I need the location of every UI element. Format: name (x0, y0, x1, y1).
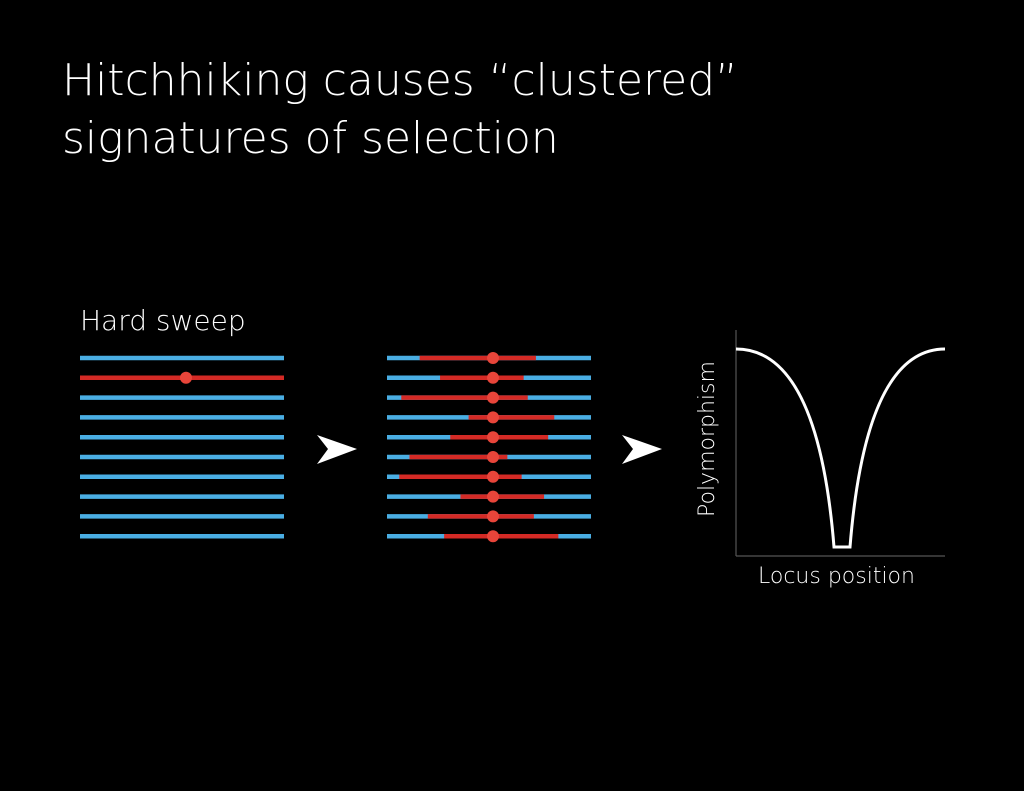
polymorphism-trough-curve (735, 347, 946, 549)
selected-allele-dot (487, 451, 499, 463)
selected-allele-dot (487, 490, 499, 503)
selected-allele-dot (487, 431, 499, 444)
slide-title: Hitchhiking causes “clustered” signature… (62, 52, 882, 168)
hard-sweep-label: Hard sweep (80, 304, 246, 337)
selected-allele-dot (180, 371, 192, 384)
before-sweep-chromosomes (80, 355, 284, 539)
selected-allele-dot (487, 530, 499, 543)
title-line-2: signatures of selection (62, 113, 559, 164)
selected-allele-dot (487, 391, 499, 404)
selected-allele-dot (487, 470, 499, 483)
polymorphism-plot: Polymorphism Locus position (695, 330, 946, 589)
arrow-right-icon-1 (317, 435, 357, 464)
selected-allele-dot (487, 510, 499, 523)
selected-allele-dot (487, 371, 499, 384)
title-line-1: Hitchhiking causes “clustered” (62, 55, 738, 106)
selected-allele-dot (487, 411, 499, 424)
after-sweep-chromosomes (387, 352, 591, 543)
selected-allele-dot (487, 352, 499, 364)
arrow-right-icon-2 (622, 435, 662, 464)
plot-xlabel: Locus position (758, 564, 915, 589)
plot-ylabel: Polymorphism (695, 361, 720, 517)
